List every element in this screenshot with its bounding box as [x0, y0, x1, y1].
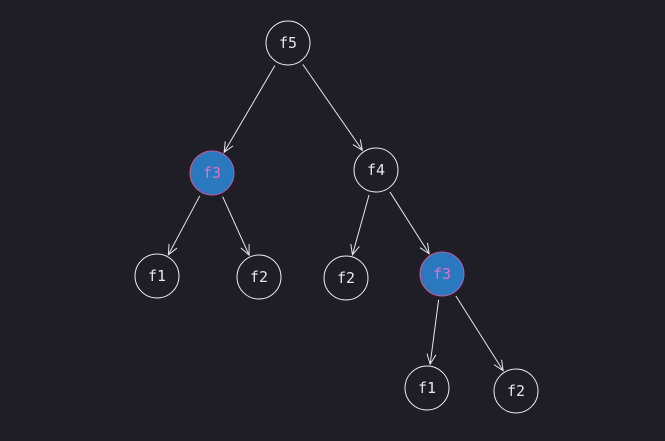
edge-root-r: [302, 64, 364, 152]
node-label: f1: [148, 267, 166, 285]
tree-node-lr: f2: [236, 254, 282, 300]
edge-rr-rrr: [455, 295, 504, 372]
node-circle: [236, 254, 282, 300]
tree-node-rr-highlighted: f3: [419, 251, 465, 297]
node-label: f4: [367, 161, 385, 179]
edges-layer: [167, 64, 504, 372]
node-circle: [493, 368, 539, 414]
tree-node-rl: f2: [323, 255, 369, 301]
tree-node-rrr: f2: [493, 368, 539, 414]
node-label: f2: [337, 269, 355, 287]
node-circle: [404, 365, 450, 411]
node-circle: [323, 255, 369, 301]
node-label: f2: [507, 382, 525, 400]
arrowhead: [493, 359, 504, 372]
arrowhead: [426, 353, 437, 366]
node-label: f3: [433, 265, 451, 283]
arrowhead: [167, 243, 178, 256]
arrowhead: [350, 243, 360, 257]
edge-rr-rrl: [426, 299, 440, 366]
arrowhead: [223, 141, 234, 154]
node-label: f1: [418, 379, 436, 397]
arrowhead: [352, 139, 364, 152]
node-circle: [265, 20, 311, 66]
node-circle: [134, 253, 180, 299]
nodes-layer: f5 f3 f4 f1 f2 f2 f3 f1 f2: [134, 20, 539, 414]
edge-root-l: [223, 65, 276, 154]
tree-node-root: f5: [265, 20, 311, 66]
edge-l-ll: [167, 195, 201, 256]
edge-l-lr: [222, 196, 250, 257]
node-circle: [353, 147, 399, 193]
node-circle: [189, 150, 235, 196]
node-label: f3: [203, 164, 221, 182]
tree-node-ll: f1: [134, 253, 180, 299]
arrowhead: [240, 244, 250, 257]
node-label: f5: [279, 34, 297, 52]
edge-r-rl: [350, 194, 370, 257]
tree-node-rrl: f1: [404, 365, 450, 411]
node-circle: [419, 251, 465, 297]
tree-node-r: f4: [353, 147, 399, 193]
edge-r-rr: [389, 191, 430, 255]
node-label: f2: [250, 268, 268, 286]
arrowhead: [419, 242, 430, 255]
tree-node-l-highlighted: f3: [189, 150, 235, 196]
